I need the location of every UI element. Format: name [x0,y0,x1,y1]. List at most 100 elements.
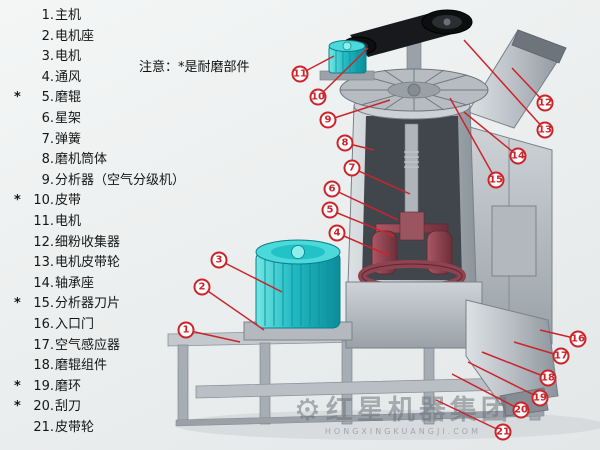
part-item-13: 13.电机皮带轮 [14,253,185,274]
part-number: 2. [41,28,54,44]
inlet-door [491,205,537,277]
part-item-3: 3.电机 [14,47,185,68]
part-number: 9. [41,172,54,188]
part-label: 入口门 [55,316,95,332]
part-item-11: 11.电机 [14,212,185,233]
part-label: 磨机筒体 [55,152,108,168]
callout-5: 5 [321,201,339,219]
part-item-6: 6.星架 [14,109,185,130]
part-item-21: 21.皮带轮 [14,418,185,439]
wear-mark [14,315,27,336]
part-number: 5. [41,90,54,106]
part-number: 16. [33,316,54,332]
part-label: 磨辊 [55,90,82,106]
part-label: 磨辊组件 [55,358,108,374]
part-number: 19. [33,378,54,394]
part-item-4: 4.通风 [14,68,185,89]
part-number: 3. [41,49,54,65]
wear-mark [14,109,27,130]
callout-9: 9 [319,111,337,129]
part-item-17: 17.空气感应器 [14,336,185,357]
part-item-14: 14.轴承座 [14,274,185,295]
part-number: 10. [33,193,54,209]
part-label: 星架 [55,110,82,126]
main-motor [243,239,353,341]
part-label: 磨环 [55,378,82,394]
part-number: 18. [33,358,54,374]
part-number: 15. [33,296,54,312]
wear-mark [14,130,27,151]
wear-mark [14,47,27,68]
part-item-12: 12.细粉收集器 [14,233,185,254]
part-label: 主机 [55,8,82,23]
part-label: 分析器刀片 [55,296,121,312]
wear-mark: * [14,296,21,312]
callout-11: 11 [291,65,309,83]
part-label: 细粉收集器 [55,234,121,250]
wear-mark [14,6,27,27]
part-number: 17. [33,337,54,353]
callout-20: 20 [512,401,530,419]
part-number: 8. [41,152,54,168]
part-item-18: 18.磨辊组件 [14,356,185,377]
callout-14: 14 [509,147,527,165]
part-label: 电机 [55,213,82,229]
part-item-9: 9.分析器（空气分级机） [14,171,185,192]
part-item-1: 1.主机 [14,6,185,27]
wear-mark [14,233,27,254]
wear-note: 注意：*是耐磨部件 [139,60,250,75]
wear-mark: * [14,193,21,209]
wear-mark [14,171,27,192]
callout-16: 16 [569,330,587,348]
part-number: 12. [33,234,54,250]
part-item-7: 7.弹簧 [14,130,185,151]
callout-17: 17 [552,347,570,365]
part-label: 空气感应器 [55,337,121,353]
callout-18: 18 [539,369,557,387]
part-number: 11. [33,213,54,229]
wear-mark [14,212,27,233]
part-number: 6. [41,110,54,126]
part-number: 20. [33,399,54,415]
part-item-10: *10.皮带 [14,191,185,212]
part-label: 电机座 [55,28,95,44]
part-number: 7. [41,131,54,147]
callout-21: 21 [494,423,512,441]
part-item-19: * 19.磨环 [14,377,185,398]
callout-6: 6 [323,180,341,198]
wear-mark [14,150,27,171]
spring [404,151,419,168]
part-item-5: *5.磨辊 [14,88,185,109]
callout-15: 15 [487,171,505,189]
part-item-8: 8.磨机筒体 [14,150,185,171]
wear-mark [14,68,27,89]
part-label: 分析器（空气分级机） [55,172,186,188]
part-label: 通风 [55,69,82,85]
part-item-16: 16.入口门 [14,315,185,336]
wear-mark: * [14,399,21,415]
part-label: 电机 [55,49,82,65]
callout-2: 2 [193,278,211,296]
part-label: 刮刀 [55,399,82,415]
part-label: 电机皮带轮 [55,255,121,271]
part-label: 皮带轮 [55,419,95,435]
part-label: 弹簧 [55,131,82,147]
callout-3: 3 [210,251,228,269]
wear-mark [14,27,27,48]
part-label: 轴承座 [55,275,95,291]
callout-10: 10 [309,88,327,106]
wear-mark [14,336,27,357]
part-number: 4. [41,69,54,85]
callout-4: 4 [328,224,346,242]
wear-mark [14,253,27,274]
part-number: 21. [33,419,54,435]
part-item-20: * 20.刮刀 [14,397,185,418]
part-item-2: 2.电机座 [14,27,185,48]
callout-7: 7 [343,159,361,177]
wear-mark: * [14,378,21,394]
wear-mark [14,274,27,295]
callout-13: 13 [536,121,554,139]
part-item-15: * 15.分析器刀片 [14,294,185,315]
